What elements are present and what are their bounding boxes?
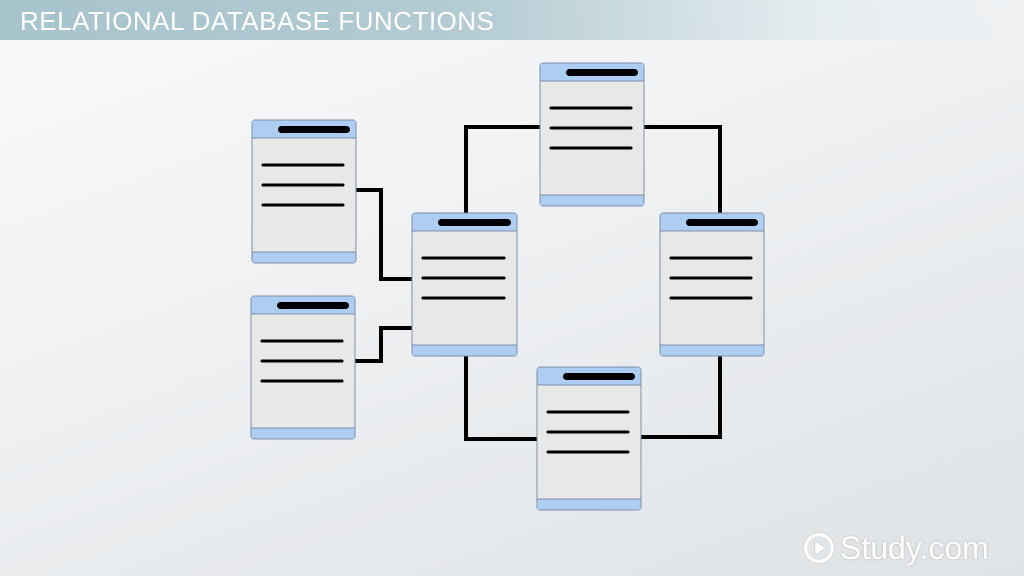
- table-footer: [537, 499, 641, 510]
- connector-line: [641, 356, 722, 439]
- table-footer: [251, 428, 355, 439]
- connector-lines: [355, 125, 722, 441]
- table-name-bar: [686, 219, 758, 226]
- table-body: [250, 295, 356, 440]
- play-circle-icon: [803, 532, 835, 564]
- table-name-bar: [438, 219, 511, 226]
- table-body: [536, 366, 642, 511]
- study-logo: Study.com: [802, 528, 989, 568]
- table-footer: [660, 345, 764, 356]
- table-footer: [540, 195, 644, 206]
- table-body: [251, 119, 357, 264]
- connector-line: [644, 125, 722, 213]
- table-body: [411, 212, 518, 357]
- table-footer: [252, 252, 356, 263]
- connector-line: [464, 125, 540, 213]
- title-bar: RELATIONAL DATABASE FUNCTIONS: [0, 0, 1024, 40]
- table-name-bar: [563, 373, 635, 380]
- table-right: [659, 212, 765, 357]
- logo-text: Study.com: [840, 529, 989, 566]
- table-footer: [412, 345, 517, 356]
- connector-line: [355, 326, 412, 363]
- table-boxes: [250, 62, 765, 511]
- connector-line: [464, 356, 537, 441]
- table-body: [539, 62, 645, 207]
- table-bottom: [536, 366, 642, 511]
- table-top: [539, 62, 645, 207]
- slide-title: RELATIONAL DATABASE FUNCTIONS: [20, 6, 495, 36]
- table-left-top: [251, 119, 357, 264]
- connector-line: [356, 188, 412, 281]
- table-left-bottom: [250, 295, 356, 440]
- table-center: [411, 212, 518, 357]
- table-name-bar: [566, 69, 638, 76]
- table-name-bar: [277, 302, 349, 309]
- table-body: [659, 212, 765, 357]
- table-name-bar: [278, 126, 350, 133]
